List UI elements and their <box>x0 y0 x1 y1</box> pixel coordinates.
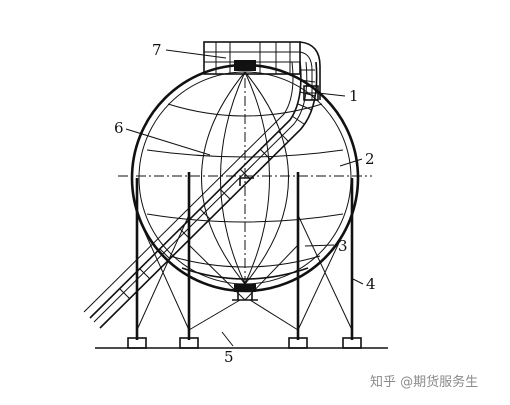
callout-5: 5 <box>224 348 234 366</box>
bottom-nozzle <box>232 284 258 301</box>
callout-1: 1 <box>349 87 359 105</box>
callout-2: 2 <box>365 150 375 168</box>
leader-lines <box>125 49 364 347</box>
watermark-text: 知乎 @期货服务生 <box>370 374 478 390</box>
center-mark <box>239 177 254 186</box>
top-platform <box>203 41 321 100</box>
cross-bracing <box>136 214 353 331</box>
callout-3: 3 <box>338 237 348 255</box>
callout-6: 6 <box>114 119 124 137</box>
callout-4: 4 <box>366 275 376 293</box>
support-legs <box>127 172 362 349</box>
stairway <box>83 61 318 329</box>
callout-7: 7 <box>152 41 162 59</box>
